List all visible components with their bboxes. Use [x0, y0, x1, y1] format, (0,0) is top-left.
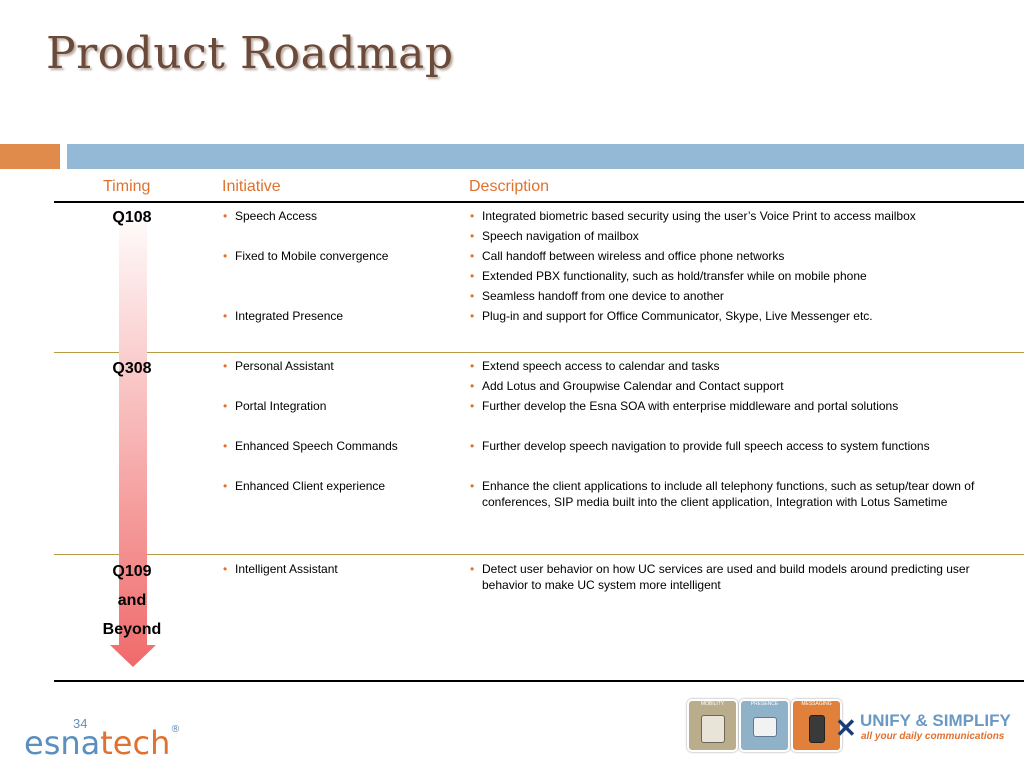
bullet-icon: • — [470, 439, 475, 453]
slide-number: 34 — [73, 716, 88, 731]
timing-label: Beyond — [102, 621, 162, 638]
tile-label: MESSAGING — [801, 701, 832, 707]
description-text: Further develop speech navigation to pro… — [482, 439, 930, 453]
bullet-icon: • — [223, 309, 228, 323]
tablet-icon — [701, 715, 725, 743]
description-text: Enhance the client applications to inclu… — [482, 479, 975, 509]
initiative-item: • Speech Access — [223, 208, 455, 224]
timing-label: Q108 — [112, 209, 152, 226]
bullet-icon: • — [470, 359, 475, 373]
bullet-icon: • — [470, 562, 475, 576]
description-item: • Detect user behavior on how UC services… — [470, 561, 1012, 593]
bullet-icon: • — [470, 209, 475, 223]
bullet-icon: • — [470, 309, 475, 323]
description-text: Further develop the Esna SOA with enterp… — [482, 399, 899, 413]
description-item: • Extended PBX functionality, such as hol… — [470, 268, 1012, 284]
bullet-icon: • — [223, 479, 228, 493]
initiative-item: • Enhanced Client experience — [223, 478, 455, 494]
mobility-tile: MOBILITY — [687, 699, 738, 752]
initiative-item: • Portal Integration — [223, 398, 455, 414]
table-bottom-rule — [54, 680, 1024, 682]
accent-bar-orange — [0, 144, 60, 169]
timeline-arrow-icon — [110, 205, 156, 667]
logo-text-esna: esna — [24, 724, 101, 762]
initiative-label: Integrated Presence — [235, 309, 344, 323]
initiative-item: • Personal Assistant — [223, 358, 455, 374]
description-text: Call handoff between wireless and office… — [482, 249, 785, 263]
initiative-item: • Enhanced Speech Commands — [223, 438, 455, 454]
description-text: Seamless handoff from one device to anot… — [482, 289, 724, 303]
person-x-icon: ✕ — [835, 713, 857, 743]
row-divider-2 — [54, 554, 1024, 555]
row-divider-1 — [54, 352, 1024, 353]
initiative-label: Fixed to Mobile convergence — [235, 249, 389, 263]
timing-q109-beyond: Q109 and Beyond — [72, 557, 192, 644]
bullet-icon: • — [223, 439, 228, 453]
description-item: • Plug-in and support for Office Communic… — [470, 308, 1012, 324]
bullet-icon: • — [223, 562, 228, 576]
initiative-item: • Intelligent Assistant — [223, 561, 455, 577]
bullet-icon: • — [470, 269, 475, 283]
logo-registered-mark: ® — [170, 724, 181, 735]
initiative-label: Enhanced Speech Commands — [235, 439, 398, 453]
timing-label: Q308 — [112, 360, 152, 377]
initiative-label: Portal Integration — [235, 399, 327, 413]
initiative-label: Intelligent Assistant — [235, 562, 338, 576]
timing-label: and — [117, 592, 147, 609]
phone-icon — [809, 715, 825, 743]
description-text: Detect user behavior on how UC services … — [482, 562, 970, 592]
bullet-icon: • — [470, 249, 475, 263]
presence-tile: PRESENCE — [739, 699, 790, 752]
tagline-main: UNIFY & SIMPLIFY — [860, 711, 1011, 730]
description-item: • Integrated biometric based security usi… — [470, 208, 1012, 224]
bullet-icon: • — [470, 229, 475, 243]
tile-label: MOBILITY — [700, 701, 725, 707]
initiative-label: Personal Assistant — [235, 359, 334, 373]
header-timing: Timing — [103, 178, 151, 195]
description-item: • Enhance the client applications to incl… — [470, 478, 1012, 510]
timing-q108: Q108 — [72, 203, 192, 232]
timing-q308: Q308 — [72, 354, 192, 383]
bullet-icon: • — [223, 249, 228, 263]
header-description: Description — [469, 178, 550, 195]
logo-text-tech: tech — [100, 724, 171, 762]
bullet-icon: • — [223, 209, 228, 223]
description-text: Extended PBX functionality, such as hold… — [482, 269, 867, 283]
initiative-label: Enhanced Client experience — [235, 479, 386, 493]
initiative-item: • Fixed to Mobile convergence — [223, 248, 455, 264]
tagline-sub: all your daily communications — [861, 731, 1005, 742]
bullet-icon: • — [470, 289, 475, 303]
initiative-item: • Integrated Presence — [223, 308, 455, 324]
description-item: • Further develop the Esna SOA with enter… — [470, 398, 1012, 414]
initiative-label: Speech Access — [235, 209, 318, 223]
description-item: • Speech navigation of mailbox — [470, 228, 1012, 244]
description-item: • Seamless handoff from one device to ano… — [470, 288, 1012, 304]
slide-title: Product Roadmap — [46, 28, 454, 79]
description-text: Extend speech access to calendar and tas… — [482, 359, 720, 373]
bullet-icon: • — [470, 399, 475, 413]
description-text: Integrated biometric based security usin… — [482, 209, 916, 223]
description-item: • Extend speech access to calendar and ta… — [470, 358, 1012, 374]
bullet-icon: • — [223, 359, 228, 373]
monitor-icon — [753, 717, 777, 737]
timing-label: Q109 — [112, 563, 152, 580]
description-item: • Add Lotus and Groupwise Calendar and Co… — [470, 378, 1012, 394]
description-text: Add Lotus and Groupwise Calendar and Con… — [482, 379, 784, 393]
description-item: • Further develop speech navigation to pr… — [470, 438, 1012, 454]
bullet-icon: • — [470, 479, 475, 493]
bullet-icon: • — [223, 399, 228, 413]
accent-bar-blue — [67, 144, 1024, 169]
header-initiative: Initiative — [222, 178, 281, 195]
description-text: Plug-in and support for Office Communica… — [482, 309, 873, 323]
messaging-tile: MESSAGING — [791, 699, 842, 752]
esnatech-logo: esnatech® — [24, 724, 180, 762]
description-text: Speech navigation of mailbox — [482, 229, 639, 243]
description-item: • Call handoff between wireless and offic… — [470, 248, 1012, 264]
header-rule — [54, 201, 1024, 203]
bullet-icon: • — [470, 379, 475, 393]
tile-label: PRESENCE — [750, 701, 779, 707]
